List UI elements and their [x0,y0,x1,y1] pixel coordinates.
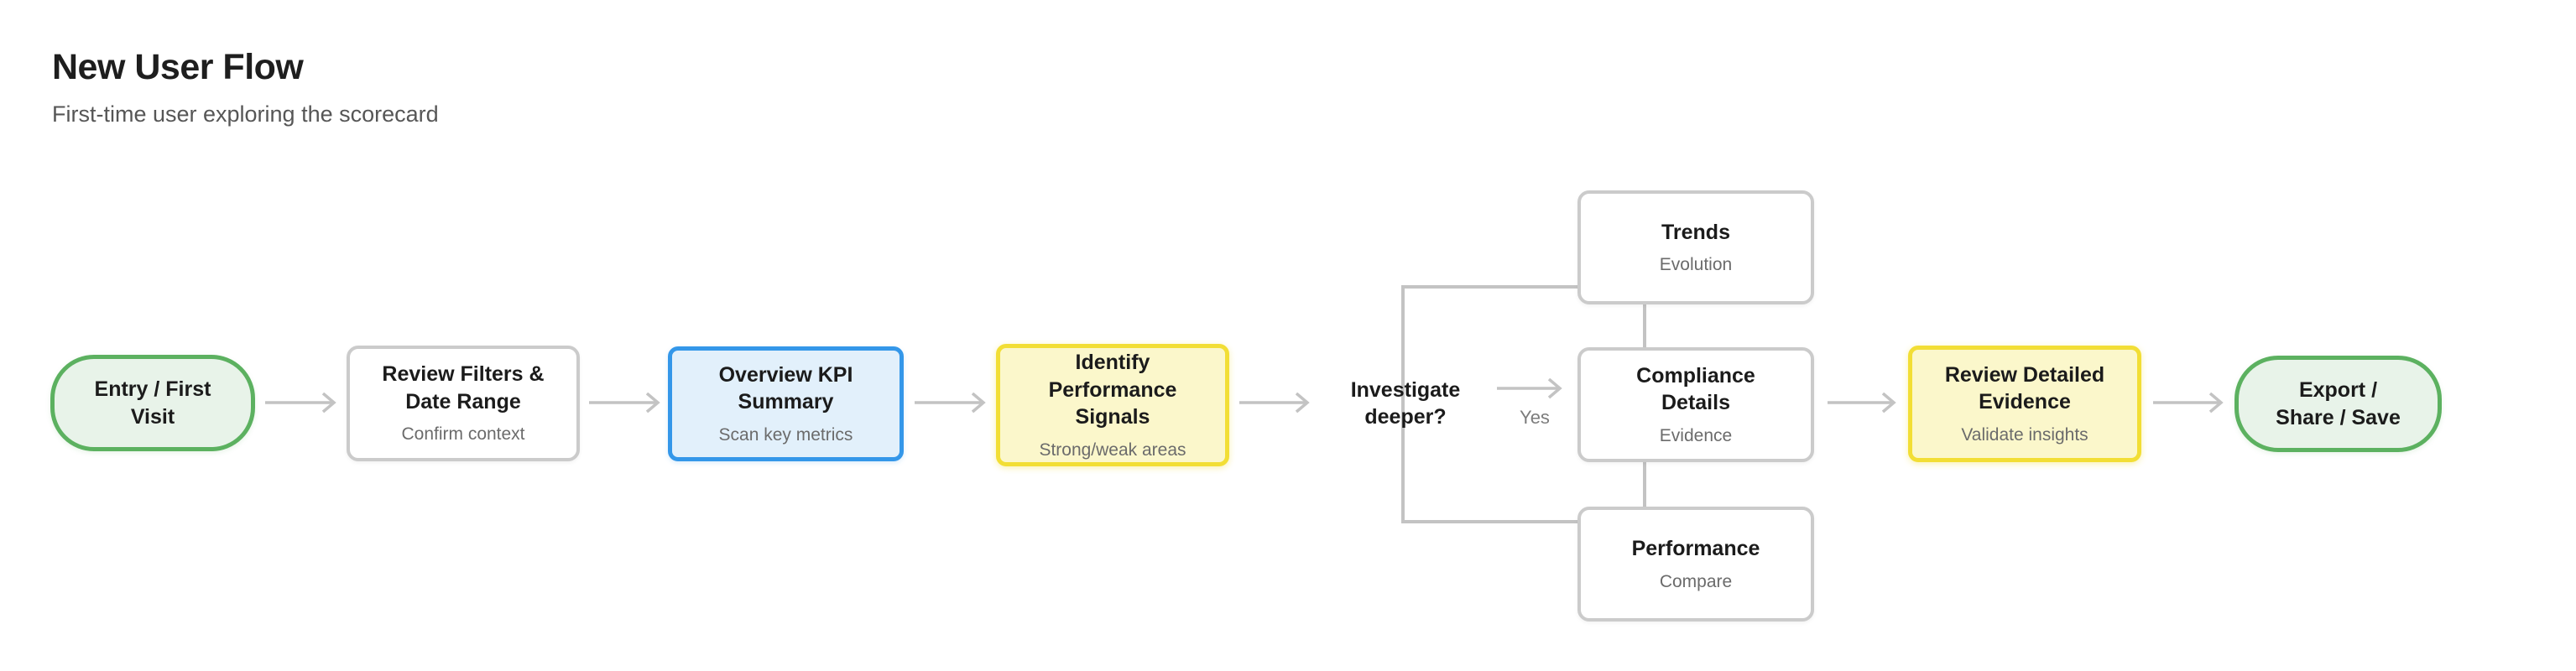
page-subtitle: First-time user exploring the scorecard [52,101,439,127]
node-subtitle: Evolution [1659,255,1733,275]
node-title: Trends [1661,220,1730,244]
node-review-filters-date-range: Review Filters & Date Range Confirm cont… [347,346,580,461]
node-trends: Trends Evolution [1577,190,1814,304]
node-subtitle: Scan key metrics [718,424,853,445]
node-title: Compliance Details [1636,363,1755,415]
node-performance: Performance Compare [1577,507,1814,622]
node-title: Entry / First Visit [94,377,211,429]
node-compliance-details: Compliance Details Evidence [1577,347,1814,462]
node-subtitle: Validate insights [1961,424,2088,445]
page-title: New User Flow [52,47,304,87]
node-subtitle: Compare [1659,571,1733,591]
node-review-detailed-evidence: Review Detailed Evidence Validate insigh… [1908,346,2141,462]
node-title: Overview KPI Summary [718,362,853,414]
node-title: Performance [1631,537,1760,561]
node-entry-first-visit: Entry / First Visit [50,355,255,451]
node-title: Investigate deeper? [1350,377,1461,429]
node-overview-kpi-summary: Overview KPI Summary Scan key metrics [668,346,904,461]
node-subtitle: Strong/weak areas [1039,440,1186,460]
node-title: Export / Share / Save [2276,378,2401,429]
node-title: Identify Performance Signals [1048,351,1177,429]
node-identify-performance-signals: Identify Performance Signals Strong/weak… [996,344,1229,466]
node-subtitle: Evidence [1659,425,1733,445]
node-subtitle: Confirm context [401,424,525,445]
node-export-share-save: Export / Share / Save [2234,356,2442,452]
node-title: Review Detailed Evidence [1944,362,2105,414]
edge-label-yes: Yes [1520,407,1550,428]
node-title: Review Filters & Date Range [382,362,545,414]
rail-decision-branches [1401,285,1581,523]
node-decision-investigate-deeper: Investigate deeper? [1313,374,1498,433]
